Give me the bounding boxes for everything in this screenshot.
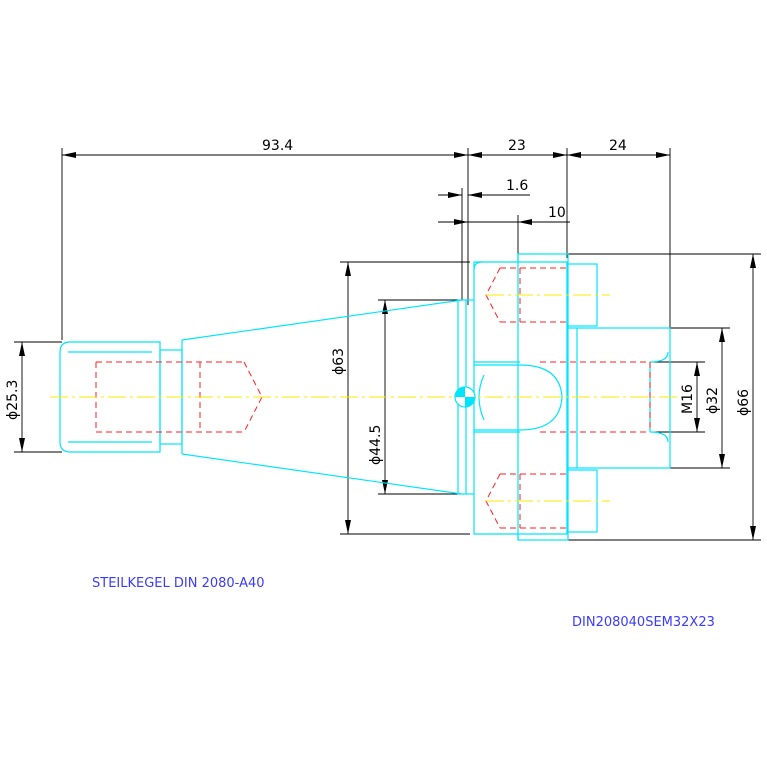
dim-bore-diameter: ϕ32 — [705, 387, 721, 414]
dim-flange-offset: 1.6 — [506, 178, 528, 194]
dim-taper-diameter-small: ϕ44.5 — [368, 425, 384, 465]
dim-thread: M16 — [680, 384, 696, 414]
gauge-point-symbol — [454, 386, 476, 408]
dim-total-length: 93.4 — [262, 138, 293, 154]
centerlines — [50, 294, 690, 502]
dimension-arrows — [19, 152, 756, 540]
dim-extension-length: 24 — [609, 138, 627, 154]
dim-outer-diameter: ϕ66 — [736, 389, 752, 416]
part-number: DIN208040SEM32X23 — [572, 615, 715, 630]
dim-groove-width: 10 — [548, 205, 566, 221]
dim-pull-stud-diameter: ϕ25.3 — [5, 380, 21, 420]
dim-flange-width: 23 — [508, 138, 526, 154]
drawing-title: STEILKEGEL DIN 2080-A40 — [92, 576, 265, 591]
dim-taper-diameter-large: ϕ63 — [331, 348, 347, 375]
